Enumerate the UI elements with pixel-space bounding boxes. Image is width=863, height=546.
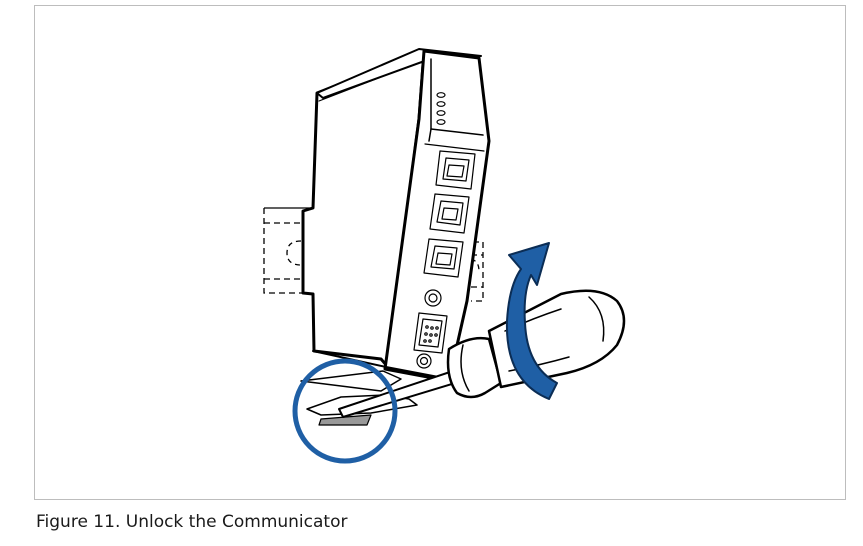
communicator-device-icon xyxy=(300,48,491,426)
unlock-communicator-illustration xyxy=(263,48,626,464)
connector-icons xyxy=(413,289,448,369)
latch-highlight-circle xyxy=(292,358,398,464)
rotate-arrow-icon xyxy=(505,242,558,400)
status-led-icons xyxy=(436,92,446,125)
ethernet-port-icons xyxy=(423,150,476,278)
figure-frame xyxy=(34,5,846,500)
figure-caption: Figure 11. Unlock the Communicator xyxy=(36,512,348,532)
